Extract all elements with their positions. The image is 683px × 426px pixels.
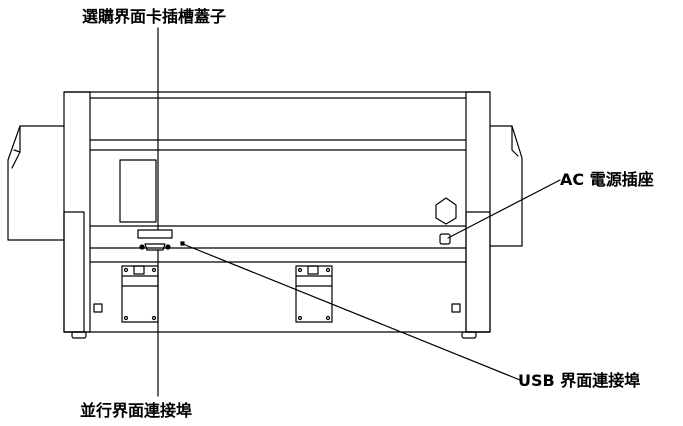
ac-inlet-socket xyxy=(440,234,450,244)
left-corner-square xyxy=(94,304,102,312)
parallel-port-cover xyxy=(138,230,172,238)
leader-ac-inlet xyxy=(448,180,560,238)
usb-port xyxy=(181,242,184,245)
parallel-port-screw-left xyxy=(140,245,144,249)
left-paper-guide xyxy=(8,126,64,240)
label-usb-port: USB 界面連接埠 xyxy=(518,371,641,390)
label-option-slot-cover: 選購界面卡插槽蓋子 xyxy=(82,7,227,26)
right-paper-guide xyxy=(490,126,522,246)
label-ac-inlet: AC 電源插座 xyxy=(560,170,654,189)
parallel-port-screw-right xyxy=(166,245,170,249)
right-rubber-foot xyxy=(462,332,476,338)
parallel-port xyxy=(145,244,165,250)
option-slot-cover xyxy=(120,160,156,222)
right-corner-square xyxy=(452,304,460,312)
leader-usb xyxy=(183,244,520,380)
left-rubber-foot xyxy=(72,332,86,338)
right-foot-bracket xyxy=(296,266,332,322)
ac-inlet-hexagon xyxy=(436,198,456,224)
label-parallel-port: 並行界面連接埠 xyxy=(80,401,193,420)
printer-body xyxy=(64,92,490,332)
left-foot-bracket xyxy=(122,266,158,322)
